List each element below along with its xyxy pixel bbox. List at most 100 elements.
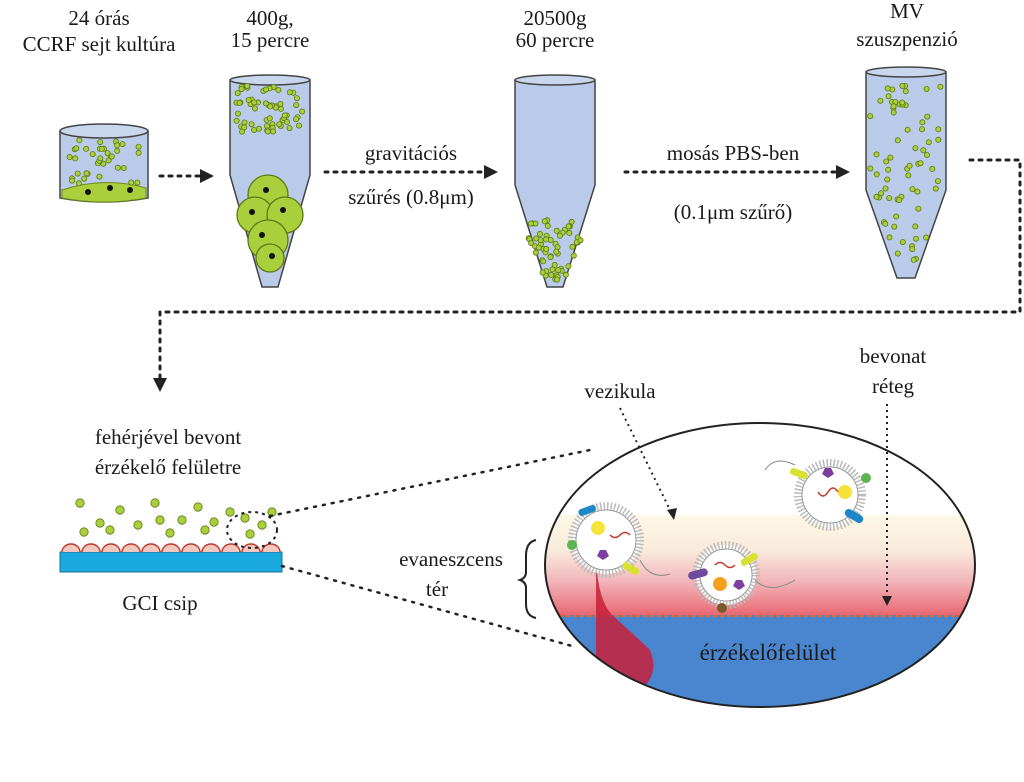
- vesicle: [764, 459, 871, 531]
- step-label-20500g: 20500g 60 percre: [516, 6, 595, 52]
- particle: [554, 276, 561, 283]
- particle: [543, 245, 550, 252]
- particle: [915, 205, 922, 212]
- particle: [885, 93, 892, 100]
- particle: [877, 97, 884, 104]
- step-label-mv: MV szuszpenzió: [856, 0, 957, 51]
- particle: [108, 153, 115, 160]
- svg-text:24 órás: 24 órás: [68, 6, 129, 30]
- particle: [225, 507, 235, 517]
- particle: [577, 237, 584, 244]
- chip-name: GCI csip: [122, 591, 197, 615]
- svg-text:réteg: réteg: [872, 374, 914, 398]
- particle: [133, 520, 143, 530]
- coating-bump: [161, 543, 181, 553]
- coating-bump: [261, 543, 281, 553]
- particle: [886, 195, 893, 202]
- svg-text:15 percre: 15 percre: [231, 28, 310, 52]
- particle: [128, 179, 135, 186]
- particle: [909, 246, 916, 253]
- particle: [919, 119, 926, 126]
- particle: [527, 220, 534, 227]
- tube2-pellet-particles: [525, 217, 584, 283]
- particle: [97, 155, 104, 162]
- particle: [896, 196, 903, 203]
- particle: [528, 239, 535, 246]
- particle: [537, 230, 544, 237]
- particle: [114, 142, 121, 149]
- particle: [906, 162, 913, 169]
- particle: [74, 170, 81, 177]
- particle: [884, 85, 891, 92]
- particle: [540, 258, 547, 265]
- zoom-line-top: [268, 448, 592, 518]
- particle: [66, 153, 73, 160]
- particle: [904, 126, 911, 133]
- particle: [277, 101, 284, 108]
- mv-suspension-tube: [865, 66, 947, 279]
- particle: [240, 513, 250, 523]
- chip-vesicles: [75, 498, 277, 539]
- particle: [929, 165, 936, 172]
- vesicle-group: [567, 459, 871, 613]
- particle: [209, 517, 219, 527]
- coating-bump: [221, 543, 241, 553]
- particle: [73, 145, 80, 152]
- evanescent-field-label: evaneszcens tér: [399, 547, 503, 601]
- particle: [878, 190, 885, 197]
- particle: [299, 108, 306, 115]
- coating-bump: [241, 543, 261, 553]
- particle: [883, 158, 890, 165]
- particle: [245, 97, 252, 104]
- vesicle-pointer: [619, 407, 673, 515]
- particle: [544, 222, 551, 229]
- svg-text:400g,: 400g,: [246, 6, 293, 30]
- particle: [549, 266, 556, 273]
- particle: [248, 121, 255, 128]
- particle: [867, 113, 874, 120]
- particle: [270, 128, 277, 135]
- arrow-dish-to-tube1: [158, 169, 214, 183]
- coating-layer-label: bevonat réteg: [860, 344, 927, 398]
- particle: [894, 250, 901, 257]
- particle: [886, 234, 893, 241]
- particle: [120, 164, 127, 171]
- particle: [882, 185, 889, 192]
- particle: [150, 498, 160, 508]
- dish-particles: [66, 137, 142, 187]
- particle: [913, 235, 920, 242]
- particle: [255, 125, 262, 132]
- svg-text:gravitációs: gravitációs: [365, 141, 457, 165]
- particle: [935, 126, 942, 133]
- zoom-ellipse-border: [544, 422, 976, 708]
- particle: [293, 102, 300, 109]
- particle: [548, 271, 555, 278]
- particle: [286, 125, 293, 132]
- particle: [98, 145, 105, 152]
- particle: [923, 151, 930, 158]
- particle: [899, 99, 906, 106]
- step-label-culture: 24 órás CCRF sejt kultúra: [23, 6, 177, 56]
- particle: [233, 117, 240, 124]
- sensor-surface-label: érzékelőfelület: [700, 640, 837, 665]
- particle: [890, 103, 897, 110]
- particle: [134, 179, 141, 186]
- particle: [295, 122, 302, 129]
- particle: [917, 160, 924, 167]
- particle: [885, 166, 892, 173]
- particle: [569, 243, 576, 250]
- particle: [884, 176, 891, 183]
- particle: [867, 165, 874, 172]
- particle: [114, 164, 121, 171]
- particle: [887, 154, 894, 161]
- particle: [245, 529, 255, 539]
- svg-text:szűrés (0.8μm): szűrés (0.8μm): [348, 185, 474, 209]
- particle: [562, 271, 569, 278]
- arrow-label-wash: mosás PBS-ben (0.1μm szűrő): [667, 141, 800, 224]
- particle: [905, 172, 912, 179]
- tube3-particles: [867, 83, 944, 263]
- coating-layer-bumps: [61, 543, 281, 553]
- particle: [135, 143, 142, 150]
- coating-bump: [181, 543, 201, 553]
